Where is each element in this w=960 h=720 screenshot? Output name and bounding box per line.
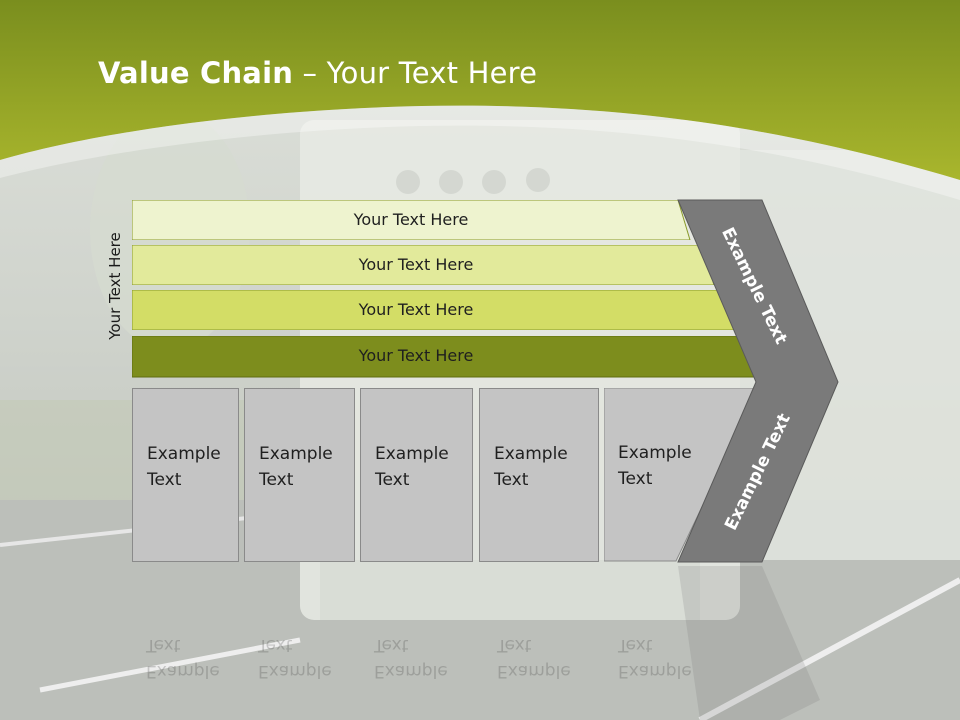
- reflection-line2: Text: [497, 635, 532, 655]
- slide-title: Value Chain – Your Text Here: [98, 56, 537, 90]
- reflection-line1: Example: [618, 661, 692, 681]
- reflection-text-4: Example Text: [497, 632, 571, 684]
- activity-line2: Text: [147, 470, 182, 490]
- activity-line1: Example: [259, 444, 333, 464]
- band-shape: [132, 245, 715, 285]
- title-bold: Value Chain: [98, 56, 294, 90]
- band-label: Your Text Here: [358, 300, 474, 319]
- activity-line2: Text: [375, 470, 410, 490]
- reflection-line1: Example: [497, 661, 571, 681]
- reflection-line2: Text: [618, 635, 653, 655]
- activity-line1: Example: [147, 444, 221, 464]
- activity-line1: Example: [494, 444, 568, 464]
- band-shape: [132, 290, 739, 330]
- reflection-text-5: Example Text: [618, 632, 692, 684]
- activity-box-shape: [604, 388, 760, 562]
- band-label: Your Text Here: [353, 210, 469, 229]
- reflection-text-1: Example Text: [146, 632, 220, 684]
- chevron-shape: [677, 199, 839, 563]
- title-rest: – Your Text Here: [293, 56, 538, 90]
- band-label: Your Text Here: [358, 255, 474, 274]
- reflection-line1: Example: [258, 661, 332, 681]
- chevron-reflection: [678, 566, 820, 720]
- activity-line2: Text: [618, 469, 653, 489]
- reflection-text-3: Example Text: [374, 632, 448, 684]
- reflection-line2: Text: [258, 635, 293, 655]
- reflection-line1: Example: [374, 661, 448, 681]
- reflection-line1: Example: [146, 661, 220, 681]
- activity-line2: Text: [259, 470, 294, 490]
- activity-line2: Text: [494, 470, 529, 490]
- reflection-line2: Text: [146, 635, 181, 655]
- activity-line1: Example: [618, 443, 692, 463]
- reflection-text-2: Example Text: [258, 632, 332, 684]
- activity-line1: Example: [375, 444, 449, 464]
- band-shape: [132, 200, 691, 240]
- band-label: Your Text Here: [358, 346, 474, 365]
- reflection-line2: Text: [374, 635, 409, 655]
